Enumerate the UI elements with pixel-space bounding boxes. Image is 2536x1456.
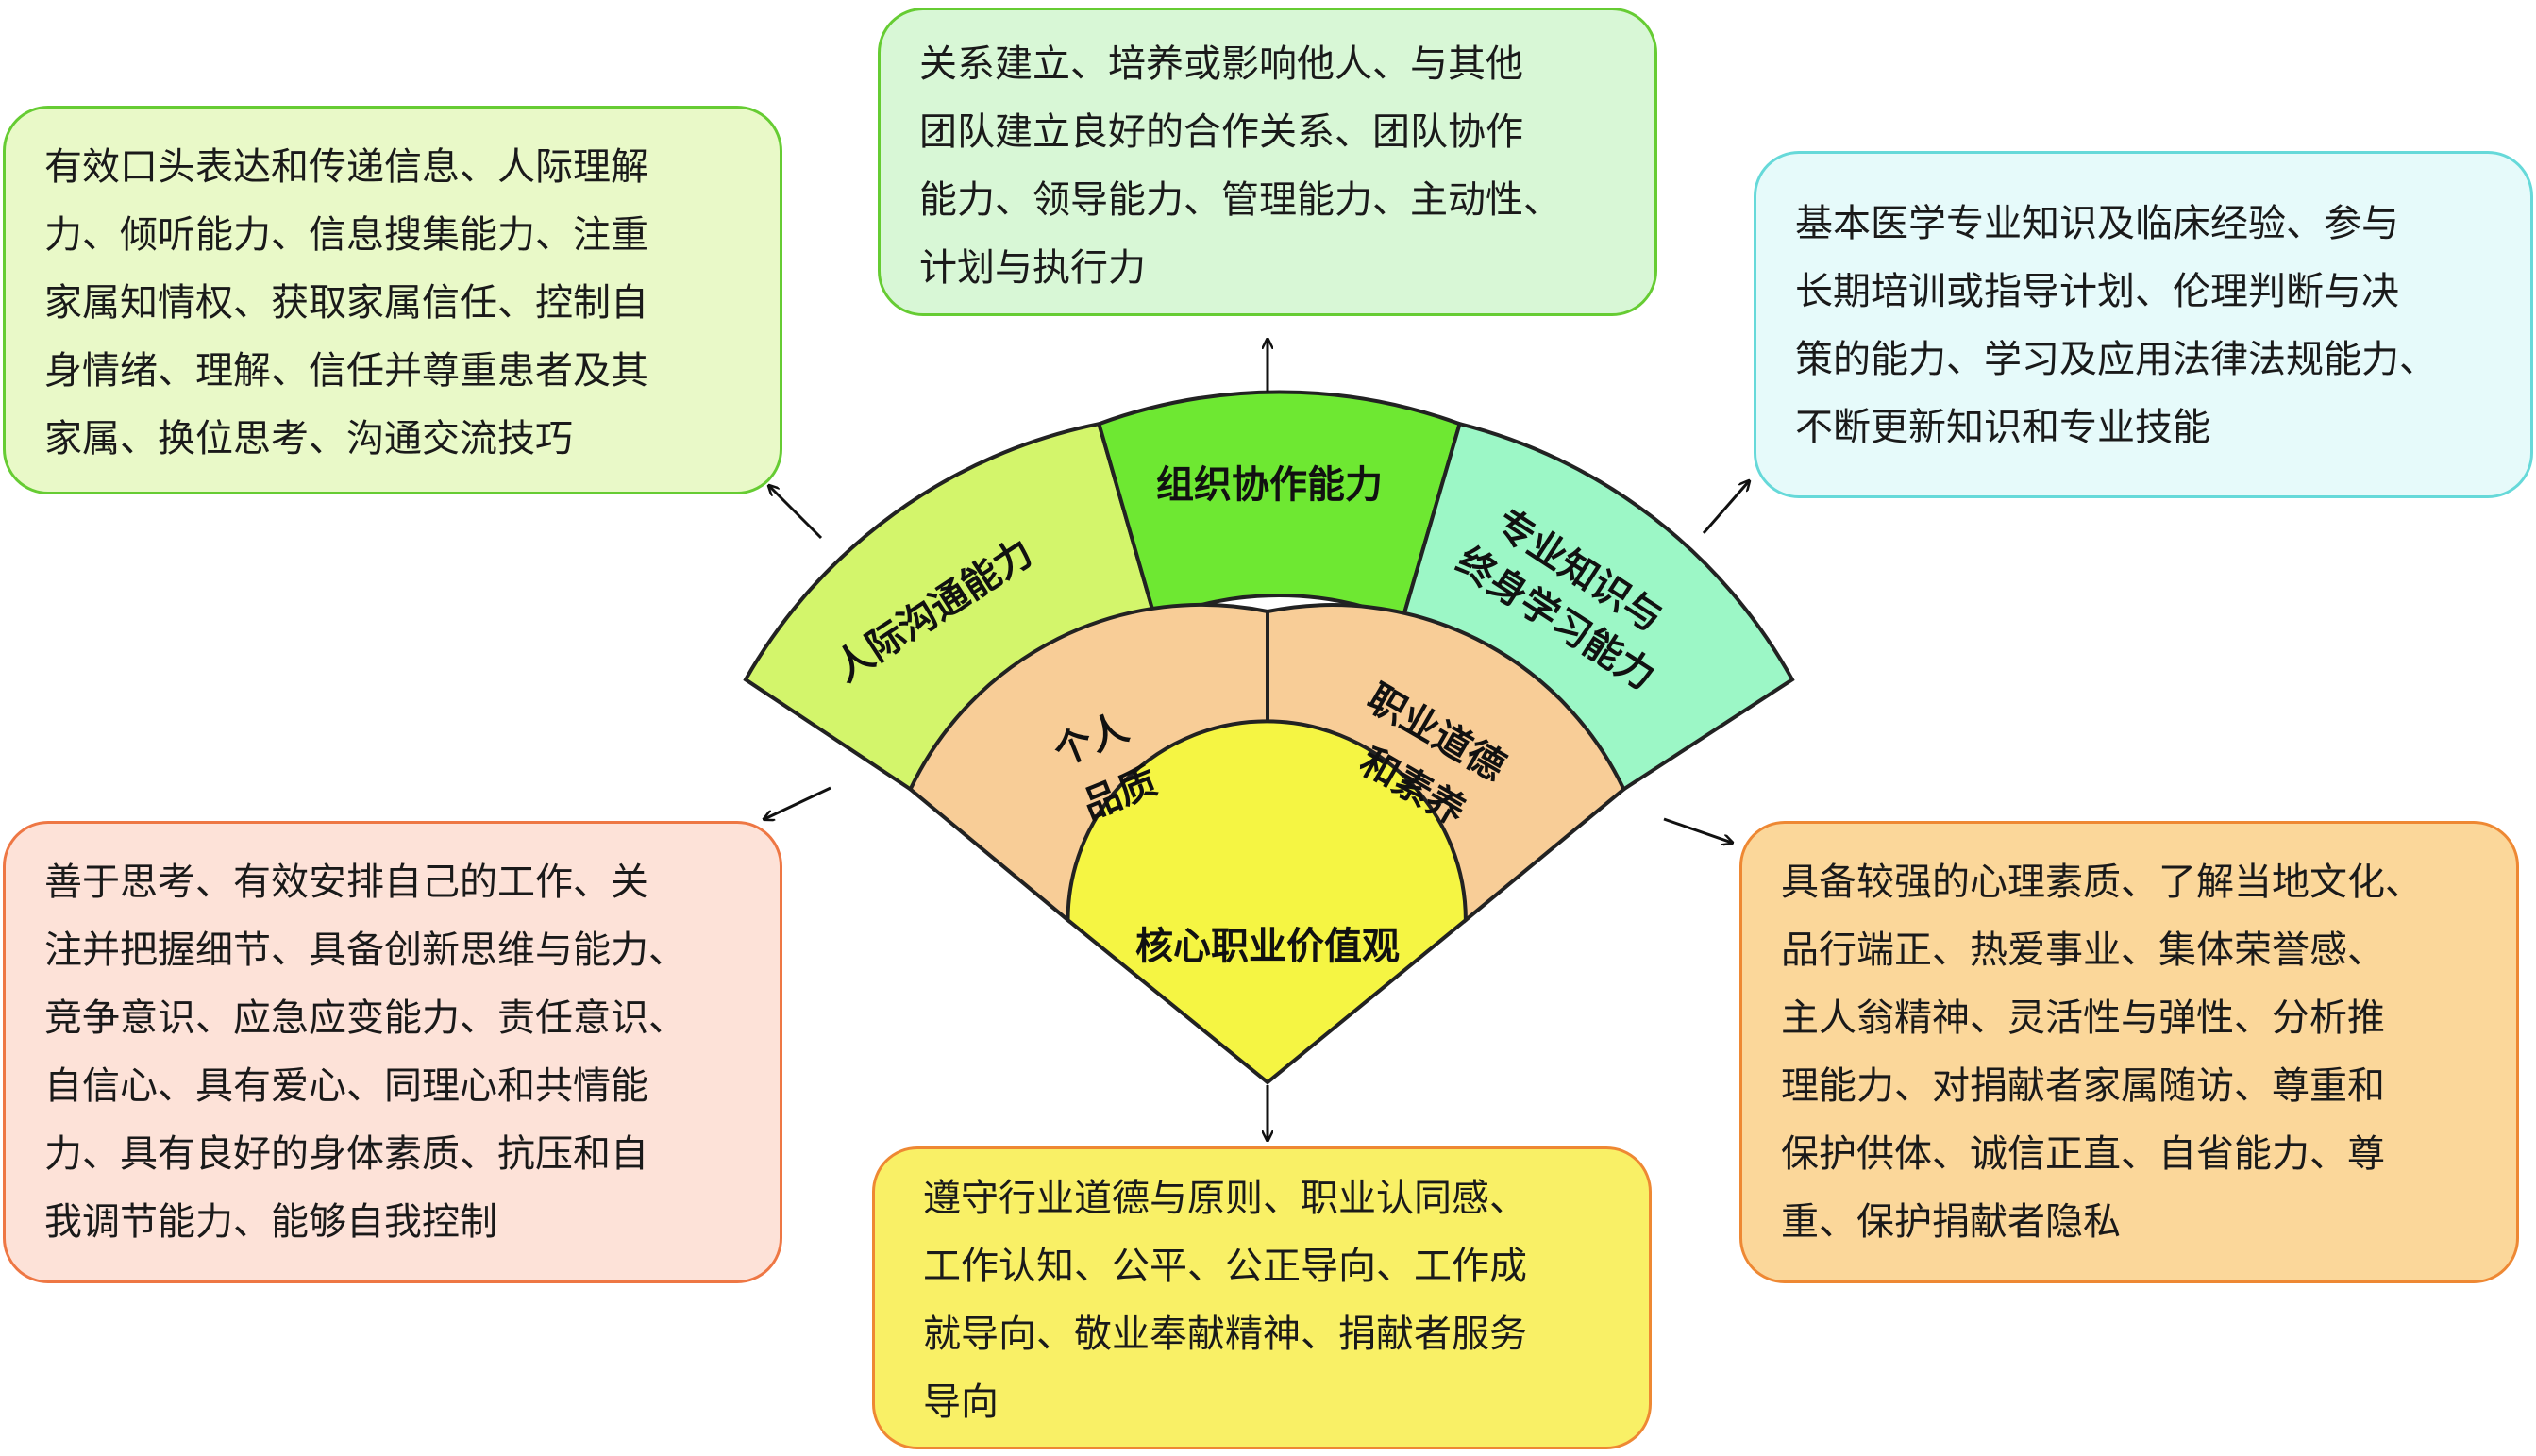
box-text-line: 善于思考、有效安排自己的工作、关	[44, 861, 648, 904]
core-values-box: 遵守行业道德与原则、职业认同感、工作认知、公平、公正导向、工作成就导向、敬业奉献…	[872, 1146, 1652, 1449]
box-text-line: 力、具有良好的身体素质、抗压和自	[44, 1132, 648, 1176]
arrow-to-personal	[764, 786, 831, 819]
box-text-line: 力、倾听能力、信息搜集能力、注重	[44, 213, 648, 257]
box-text-line: 团队建立良好的合作关系、团队协作	[919, 110, 1523, 154]
box-text-line: 保护供体、诚信正直、自省能力、尊	[1781, 1132, 2385, 1176]
ethics-text: 具备较强的心理素质、了解当地文化、品行端正、热爱事业、集体荣誉感、主人翁精神、灵…	[1781, 848, 2423, 1256]
box-text-line: 理能力、对捐献者家属随访、尊重和	[1781, 1064, 2385, 1108]
arrow-to-interpersonal	[769, 486, 823, 540]
interpersonal-text: 有效口头表达和传递信息、人际理解力、倾听能力、信息搜集能力、注重家属知情权、获取…	[44, 133, 648, 473]
box-text-line: 就导向、敬业奉献精神、捐献者服务	[923, 1313, 1527, 1356]
box-text-line: 家属、换位思考、沟通交流技巧	[44, 417, 573, 460]
box-text-line: 计划与执行力	[919, 246, 1146, 290]
box-text-line: 家属知情权、获取家属信任、控制自	[44, 281, 648, 325]
box-text-line: 身情绪、理解、信任并尊重患者及其	[44, 349, 648, 393]
personal-text: 善于思考、有效安排自己的工作、关注并把握细节、具备创新思维与能力、竞争意识、应急…	[44, 848, 686, 1256]
personal-box: 善于思考、有效安排自己的工作、关注并把握细节、具备创新思维与能力、竞争意识、应急…	[3, 821, 782, 1283]
box-text-line: 自信心、具有爱心、同理心和共情能	[44, 1064, 648, 1108]
box-text-line: 注并把握细节、具备创新思维与能力、	[44, 929, 686, 972]
label-organization: 组织协作能力	[1156, 463, 1383, 507]
box-text-line: 导向	[923, 1381, 999, 1424]
ethics-box: 具备较强的心理素质、了解当地文化、品行端正、热爱事业、集体荣誉感、主人翁精神、灵…	[1739, 821, 2519, 1283]
box-text-line: 具备较强的心理素质、了解当地文化、	[1781, 861, 2423, 904]
box-text-line: 有效口头表达和传递信息、人际理解	[44, 145, 648, 189]
box-text-line: 策的能力、学习及应用法律法规能力、	[1795, 338, 2437, 381]
box-text-line: 工作认知、公平、公正导向、工作成	[923, 1245, 1527, 1288]
box-text-line: 不断更新知识和专业技能	[1795, 406, 2210, 449]
box-text-line: 长期培训或指导计划、伦理判断与决	[1795, 270, 2399, 313]
box-text-line: 能力、领导能力、管理能力、主动性、	[919, 178, 1561, 222]
box-text-line: 竞争意识、应急应变能力、责任意识、	[44, 996, 686, 1040]
organization-box: 关系建立、培养或影响他人、与其他团队建立良好的合作关系、团队协作能力、领导能力、…	[878, 8, 1657, 316]
box-text-line: 主人翁精神、灵活性与弹性、分析推	[1781, 996, 2385, 1040]
label-core-values: 核心职业价值观	[1135, 925, 1400, 968]
box-text-line: 基本医学专业知识及临床经验、参与	[1795, 202, 2399, 245]
box-text-line: 重、保护捐献者隐私	[1781, 1200, 2121, 1244]
box-text-line: 遵守行业道德与原则、职业认同感、	[923, 1177, 1527, 1220]
organization-text: 关系建立、培养或影响他人、与其他团队建立良好的合作关系、团队协作能力、领导能力、…	[919, 30, 1561, 302]
interpersonal-box: 有效口头表达和传递信息、人际理解力、倾听能力、信息搜集能力、注重家属知情权、获取…	[3, 106, 782, 494]
box-text-line: 品行端正、热爱事业、集体荣誉感、	[1781, 929, 2385, 972]
core-values-text: 遵守行业道德与原则、职业认同感、工作认知、公平、公正导向、工作成就导向、敬业奉献…	[923, 1164, 1527, 1436]
arrow-to-ethics	[1663, 817, 1732, 843]
box-text-line: 关系建立、培养或影响他人、与其他	[919, 42, 1523, 86]
arrow-to-professional	[1702, 481, 1749, 534]
professional-text: 基本医学专业知识及临床经验、参与长期培训或指导计划、伦理判断与决策的能力、学习及…	[1795, 190, 2437, 461]
professional-box: 基本医学专业知识及临床经验、参与长期培训或指导计划、伦理判断与决策的能力、学习及…	[1754, 151, 2533, 498]
fan-segment-core-values	[1066, 719, 1468, 1085]
box-text-line: 我调节能力、能够自我控制	[44, 1200, 497, 1244]
